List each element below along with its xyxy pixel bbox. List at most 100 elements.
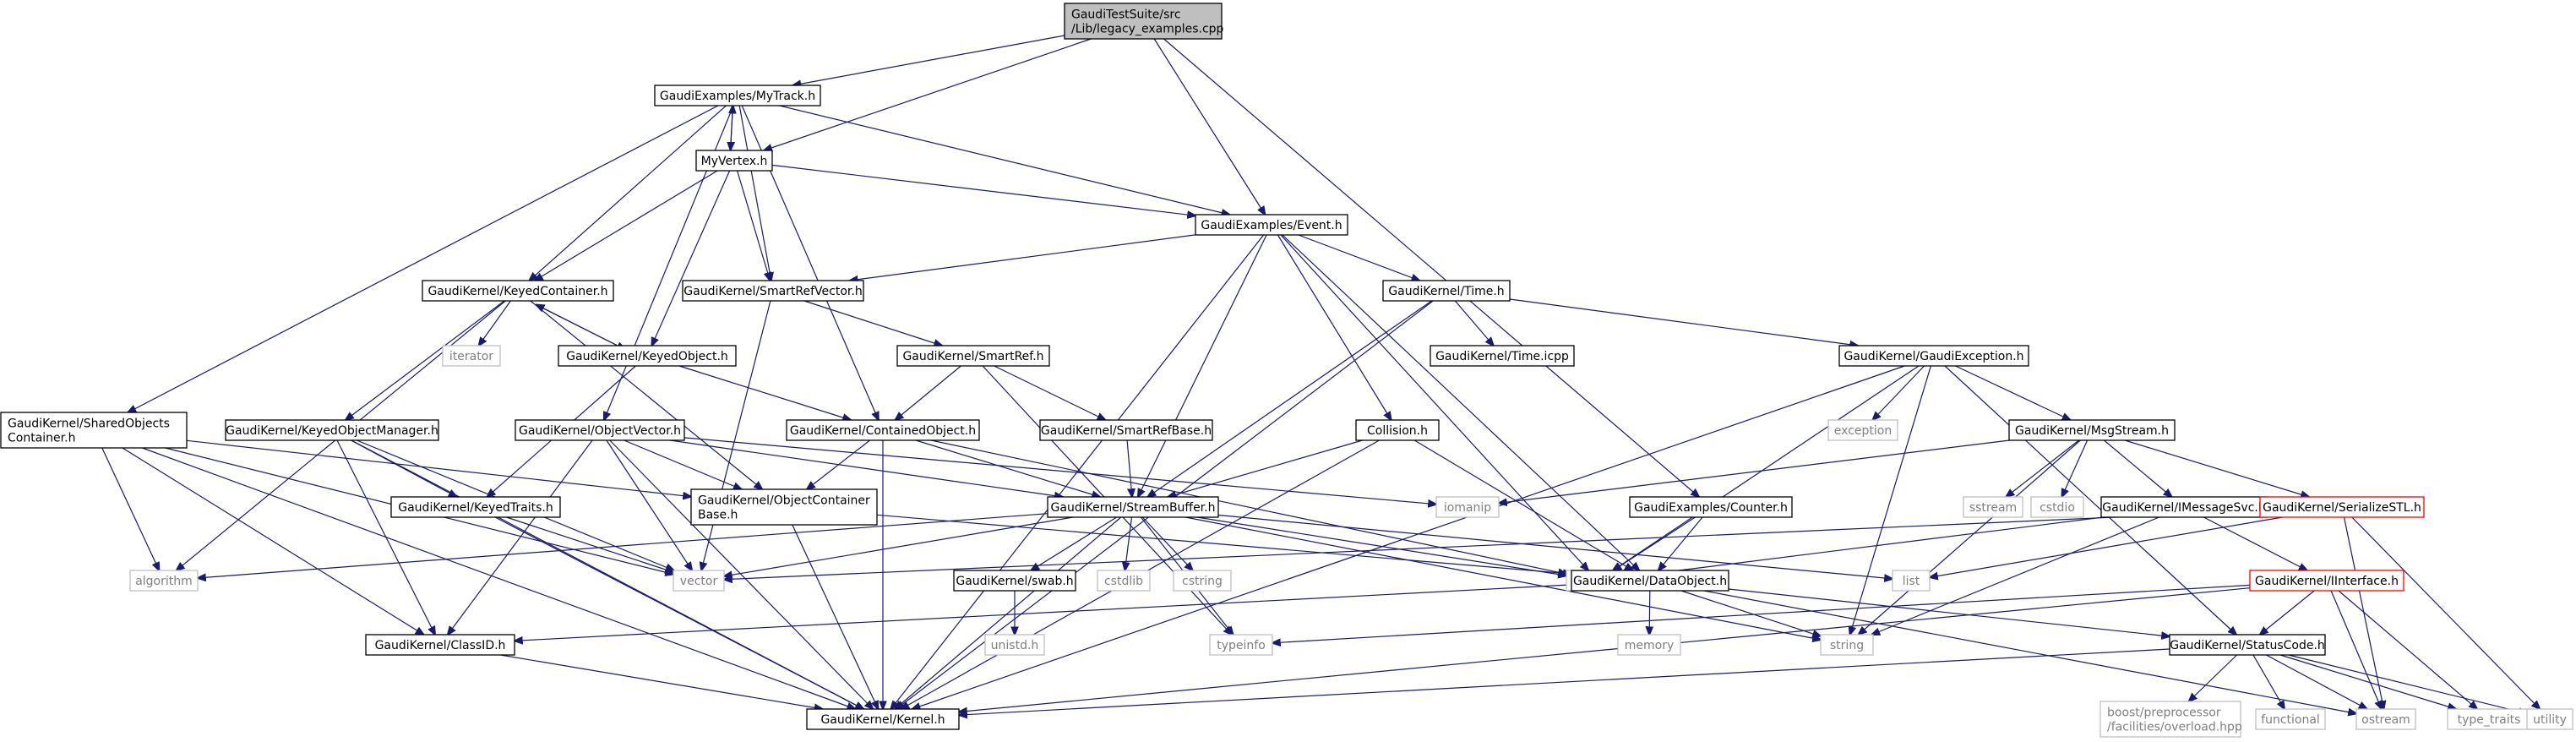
- node-box[interactable]: [129, 570, 199, 592]
- node-box[interactable]: [1209, 634, 1273, 656]
- node-functional[interactable]: functional: [2255, 708, 2326, 730]
- node-sstream[interactable]: sstream: [1963, 496, 2023, 518]
- node-boostoverload[interactable]: boost/preprocessor/facilities/overload.h…: [2099, 701, 2242, 738]
- node-myvertex[interactable]: MyVertex.h: [695, 150, 773, 172]
- node-box[interactable]: [0, 412, 188, 449]
- node-box[interactable]: [896, 345, 1050, 367]
- node-box[interactable]: [515, 419, 685, 441]
- node-ostream[interactable]: ostream: [2355, 708, 2416, 730]
- node-box[interactable]: [2169, 634, 2326, 656]
- node-smartref[interactable]: GaudiKernel/SmartRef.h: [896, 345, 1050, 367]
- node-box[interactable]: [225, 419, 439, 441]
- node-box[interactable]: [2249, 570, 2404, 592]
- node-box[interactable]: [365, 634, 515, 656]
- node-iomanip[interactable]: iomanip: [1435, 496, 1500, 518]
- node-box[interactable]: [953, 570, 1076, 592]
- node-box[interactable]: [1820, 634, 1874, 656]
- node-box[interactable]: [2099, 701, 2241, 738]
- node-keyedcontainer[interactable]: GaudiKernel/KeyedContainer.h: [422, 280, 614, 302]
- node-box[interactable]: [1047, 496, 1219, 518]
- node-box[interactable]: [2008, 419, 2176, 441]
- node-swab[interactable]: GaudiKernel/swab.h: [953, 570, 1076, 592]
- node-box[interactable]: [2526, 708, 2573, 730]
- node-box[interactable]: [1629, 496, 1793, 518]
- node-unistd[interactable]: unistd.h: [984, 634, 1045, 656]
- node-gaudiexception[interactable]: GaudiKernel/GaudiException.h: [1838, 345, 2029, 367]
- node-time[interactable]: GaudiKernel/Time.h: [1382, 280, 1511, 302]
- node-box[interactable]: [1617, 634, 1681, 656]
- node-utility[interactable]: utility: [2526, 708, 2573, 730]
- node-classid[interactable]: GaudiKernel/ClassID.h: [365, 634, 515, 656]
- node-serializestl[interactable]: GaudiKernel/SerializeSTL.h: [2259, 496, 2425, 518]
- node-box[interactable]: [1064, 3, 1223, 40]
- node-exception[interactable]: exception: [1827, 419, 1898, 441]
- node-box[interactable]: [1892, 570, 1931, 592]
- node-box[interactable]: [654, 85, 821, 106]
- node-streambuffer[interactable]: GaudiKernel/StreamBuffer.h: [1047, 496, 1219, 518]
- node-box[interactable]: [673, 570, 725, 592]
- node-collision[interactable]: Collision.h: [1355, 419, 1440, 441]
- node-box[interactable]: [806, 708, 960, 730]
- node-msgstream[interactable]: GaudiKernel/MsgStream.h: [2008, 419, 2176, 441]
- node-box[interactable]: [1435, 496, 1500, 518]
- node-iterator[interactable]: iterator: [442, 345, 501, 367]
- node-memory[interactable]: memory: [1617, 634, 1681, 656]
- node-box[interactable]: [1355, 419, 1440, 441]
- node-list[interactable]: list: [1892, 570, 1931, 592]
- node-box[interactable]: [1838, 345, 2029, 367]
- node-box[interactable]: [2447, 708, 2531, 730]
- node-smartrefbase[interactable]: GaudiKernel/SmartRefBase.h: [1039, 419, 1213, 441]
- node-box[interactable]: [1382, 280, 1511, 302]
- node-vector[interactable]: vector: [673, 570, 725, 592]
- node-keyedobject[interactable]: GaudiKernel/KeyedObject.h: [558, 345, 737, 367]
- node-containedobject[interactable]: GaudiKernel/ContainedObject.h: [786, 419, 980, 441]
- node-box[interactable]: [984, 634, 1045, 656]
- node-kernel[interactable]: GaudiKernel/Kernel.h: [806, 708, 960, 730]
- node-root[interactable]: GaudiTestSuite/src/Lib/legacy_examples.c…: [1064, 3, 1224, 40]
- edge-serializestl-to-list: [1930, 516, 2283, 577]
- node-box[interactable]: [1827, 419, 1898, 441]
- node-box[interactable]: [1195, 214, 1348, 236]
- node-box[interactable]: [2255, 708, 2326, 730]
- node-keyedobjectmanager[interactable]: GaudiKernel/KeyedObjectManager.h: [225, 419, 439, 441]
- node-typeinfo[interactable]: typeinfo: [1209, 634, 1273, 656]
- node-box[interactable]: [2259, 496, 2425, 518]
- node-box[interactable]: [695, 150, 773, 172]
- node-box[interactable]: [390, 496, 561, 518]
- node-iinterface[interactable]: GaudiKernel/IInterface.h: [2249, 570, 2404, 592]
- node-dataobject[interactable]: GaudiKernel/DataObject.h: [1571, 570, 1729, 592]
- node-string[interactable]: string: [1820, 634, 1874, 656]
- node-algorithm[interactable]: algorithm: [129, 570, 199, 592]
- node-box[interactable]: [690, 488, 878, 526]
- node-timeicpp[interactable]: GaudiKernel/Time.icpp: [1430, 345, 1575, 367]
- node-box[interactable]: [422, 280, 614, 302]
- node-box[interactable]: [442, 345, 501, 367]
- node-box[interactable]: [1430, 345, 1575, 367]
- node-box[interactable]: [1571, 570, 1729, 592]
- node-box[interactable]: [786, 419, 980, 441]
- node-box[interactable]: [1039, 419, 1213, 441]
- node-box[interactable]: [1173, 570, 1232, 592]
- node-event[interactable]: GaudiExamples/Event.h: [1195, 214, 1348, 236]
- node-typetraits[interactable]: type_traits: [2447, 708, 2531, 730]
- node-imessagesvc[interactable]: GaudiKernel/IMessageSvc.h: [2100, 496, 2268, 518]
- node-cstdio[interactable]: cstdio: [2030, 496, 2084, 518]
- node-statuscode[interactable]: GaudiKernel/StatusCode.h: [2169, 634, 2326, 656]
- node-objectvector[interactable]: GaudiKernel/ObjectVector.h: [515, 419, 685, 441]
- node-box[interactable]: [682, 280, 864, 302]
- node-keyedtraits[interactable]: GaudiKernel/KeyedTraits.h: [390, 496, 561, 518]
- node-box[interactable]: [558, 345, 737, 367]
- node-box[interactable]: [2355, 708, 2416, 730]
- node-cstring[interactable]: cstring: [1173, 570, 1232, 592]
- node-box[interactable]: [2030, 496, 2084, 518]
- node-box[interactable]: [1097, 570, 1151, 592]
- node-box[interactable]: [2100, 496, 2268, 518]
- edge-streambuffer-to-algorithm: [198, 513, 1048, 578]
- node-cstdlib[interactable]: cstdlib: [1097, 570, 1151, 592]
- node-smartrefvector[interactable]: GaudiKernel/SmartRefVector.h: [682, 280, 864, 302]
- node-box[interactable]: [1963, 496, 2023, 518]
- node-counter[interactable]: GaudiExamples/Counter.h: [1629, 496, 1793, 518]
- node-mytrack[interactable]: GaudiExamples/MyTrack.h: [654, 85, 821, 106]
